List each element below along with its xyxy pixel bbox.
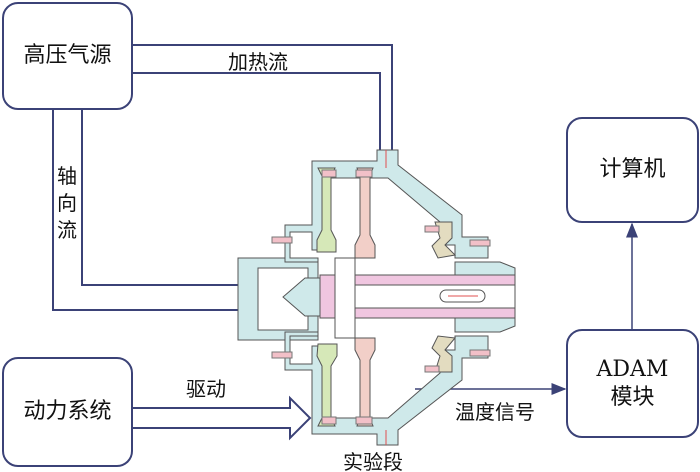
adam-label-line2: 模块 (610, 384, 655, 410)
heating-flow-pipe-outer (133, 44, 393, 156)
second-stage-disk (354, 167, 376, 259)
housing-upper (284, 149, 489, 263)
adam-module-box: ADAM 模块 (566, 329, 699, 438)
heating-flow-pipe-inner (133, 72, 381, 156)
axial-flow-pipe-inner (81, 110, 238, 286)
test-section-drawing (237, 149, 516, 446)
heating-flow-label: 加热流 (228, 50, 288, 74)
lower-seal (431, 335, 456, 373)
gas-source-label: 高压气源 (23, 43, 112, 69)
housing-lower (284, 331, 489, 446)
computer-label: 计算机 (599, 157, 666, 183)
gas-source-box: 高压气源 (2, 2, 133, 110)
axial-flow-pipe-outer (52, 110, 238, 311)
computer-box: 计算机 (566, 117, 699, 223)
adam-label-line1: ADAM (596, 357, 669, 382)
drive-label: 驱动 (186, 377, 226, 401)
temperature-signal-label: 温度信号 (455, 400, 535, 424)
upper-seal (431, 221, 457, 259)
power-system-label: 动力系统 (23, 399, 112, 425)
power-system-box: 动力系统 (2, 357, 133, 467)
axial-flow-label: 轴向流 (57, 164, 77, 242)
test-section-label: 实验段 (343, 450, 403, 472)
drive-arrow (133, 395, 312, 441)
